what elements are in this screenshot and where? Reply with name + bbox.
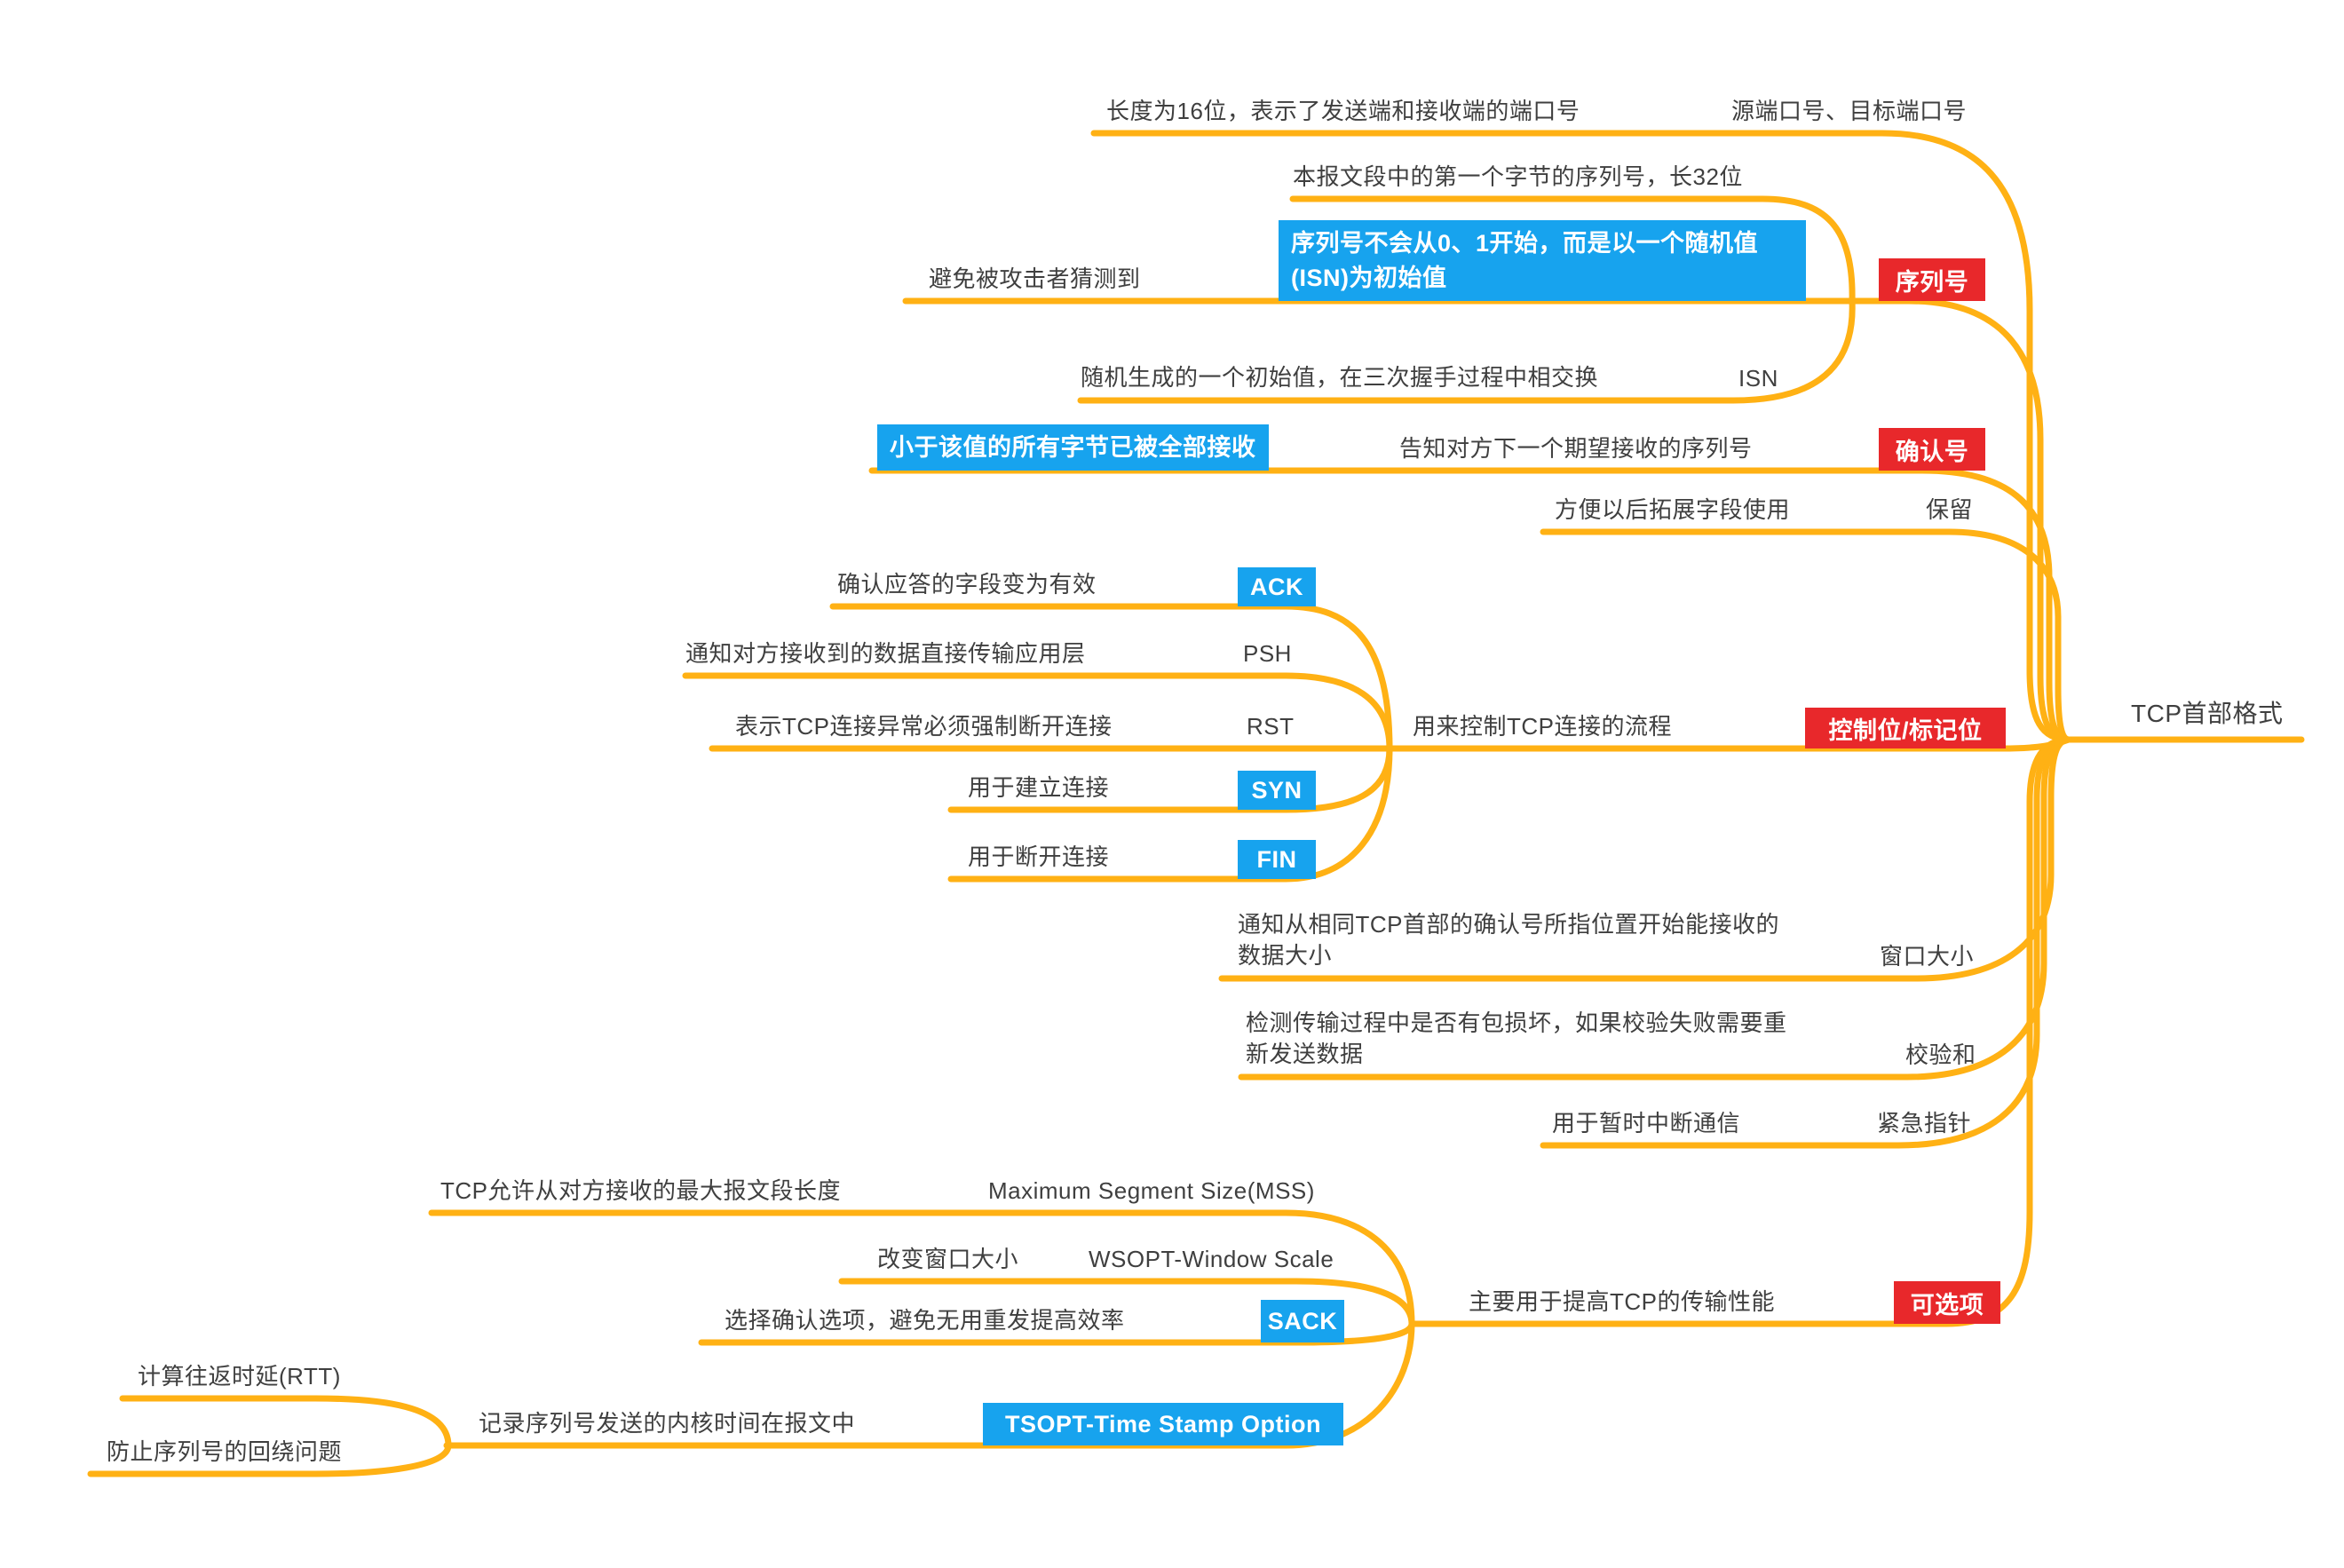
node-checksum[interactable]: 校验和 [1905, 1041, 1976, 1068]
node-window[interactable]: 窗口大小 [1880, 942, 1975, 970]
connector-urgent [1540, 736, 2072, 1149]
node-flag-fin-badge[interactable]: FIN [1238, 840, 1316, 879]
connector-opt-wsopt [838, 1278, 1415, 1327]
connector-seq-desc [1289, 195, 1856, 305]
node-flag-syn-desc[interactable]: 用于建立连接 [968, 773, 1110, 801]
node-flag-rst-desc[interactable]: 表示TCP连接异常必须强制断开连接 [735, 712, 1113, 740]
node-wsopt[interactable]: WSOPT-Window Scale [1089, 1245, 1334, 1272]
node-reserved[interactable]: 保留 [1926, 495, 1974, 523]
node-tsopt-desc[interactable]: 记录序列号发送的内核时间在报文中 [479, 1409, 856, 1437]
connector-tsopt-rtt [119, 1395, 452, 1449]
node-options-badge[interactable]: 可选项 [1894, 1281, 2000, 1324]
node-ackno-note[interactable]: 小于该值的所有字节已被全部接收 [877, 424, 1269, 471]
connector-reserved [1540, 528, 2072, 743]
node-flag-psh[interactable]: PSH [1243, 639, 1292, 667]
node-reserved-desc[interactable]: 方便以后拓展字段使用 [1555, 495, 1791, 523]
node-mss-desc[interactable]: TCP允许从对方接收的最大报文段长度 [440, 1176, 842, 1204]
root-topic[interactable]: TCP首部格式 [2131, 700, 2284, 727]
node-flag-psh-desc[interactable]: 通知对方接收到的数据直接传输应用层 [685, 639, 1086, 667]
node-checksum-desc[interactable]: 检测传输过程中是否有包损坏，如果校验失败需要重新发送数据 [1246, 1010, 1787, 1067]
connector-opt-mss [428, 1209, 1415, 1327]
connector-flag-psh [682, 672, 1393, 752]
branch-connectors [87, 130, 2305, 1477]
node-ackno-badge[interactable]: 确认号 [1879, 428, 1985, 471]
node-flag-ack-desc[interactable]: 确认应答的字段变为有效 [837, 570, 1097, 598]
node-ctrl-badge[interactable]: 控制位/标记位 [1805, 708, 2006, 748]
node-tsopt-badge[interactable]: TSOPT-Time Stamp Option [983, 1403, 1343, 1445]
node-tsopt-wrap[interactable]: 防止序列号的回绕问题 [107, 1437, 343, 1465]
node-seq-guess[interactable]: 避免被攻击者猜测到 [929, 265, 1141, 292]
node-urgent[interactable]: 紧急指针 [1877, 1109, 1972, 1136]
node-seq-desc[interactable]: 本报文段中的第一个字节的序列号，长32位 [1293, 162, 1743, 190]
connector-tsopt-wrap [87, 1442, 452, 1477]
node-ports[interactable]: 源端口号、目标端口号 [1731, 97, 1968, 124]
node-window-desc[interactable]: 通知从相同TCP首部的确认号所指位置开始能接收的数据大小 [1238, 911, 1780, 969]
node-wsopt-desc[interactable]: 改变窗口大小 [877, 1245, 1019, 1272]
node-ports-desc[interactable]: 长度为16位，表示了发送端和接收端的端口号 [1106, 97, 1580, 124]
node-flag-ack-badge[interactable]: ACK [1238, 567, 1316, 606]
connector-flag-ack [829, 603, 1393, 752]
node-tsopt-rtt[interactable]: 计算往返时延(RTT) [138, 1362, 341, 1390]
node-urgent-desc[interactable]: 用于暂时中断通信 [1552, 1109, 1741, 1136]
connector-isn [1077, 297, 1856, 404]
node-flag-fin-desc[interactable]: 用于断开连接 [968, 843, 1110, 870]
node-options-desc[interactable]: 主要用于提高TCP的传输性能 [1469, 1287, 1776, 1315]
node-ctrl-desc[interactable]: 用来控制TCP连接的流程 [1413, 712, 1673, 740]
connector-window [1218, 736, 2072, 982]
connector-ackno [868, 467, 2072, 743]
node-ackno-desc[interactable]: 告知对方下一个期望接收的序列号 [1399, 434, 1753, 462]
node-seq-badge[interactable]: 序列号 [1879, 258, 1985, 301]
connector-ports [1090, 130, 2072, 743]
node-mss[interactable]: Maximum Segment Size(MSS) [988, 1176, 1315, 1204]
node-flag-rst[interactable]: RST [1247, 712, 1295, 740]
node-seq-isn-note[interactable]: 序列号不会从0、1开始，而是以一个随机值(ISN)为初始值 [1279, 220, 1806, 301]
node-isn-desc[interactable]: 随机生成的一个初始值，在三次握手过程中相交换 [1081, 363, 1599, 391]
connector-seq [902, 297, 2072, 743]
node-sack-badge[interactable]: SACK [1261, 1300, 1344, 1342]
node-flag-syn-badge[interactable]: SYN [1238, 771, 1316, 810]
node-isn[interactable]: ISN [1738, 364, 1778, 392]
node-sack-desc[interactable]: 选择确认选项，避免无用重发提高效率 [725, 1306, 1125, 1334]
